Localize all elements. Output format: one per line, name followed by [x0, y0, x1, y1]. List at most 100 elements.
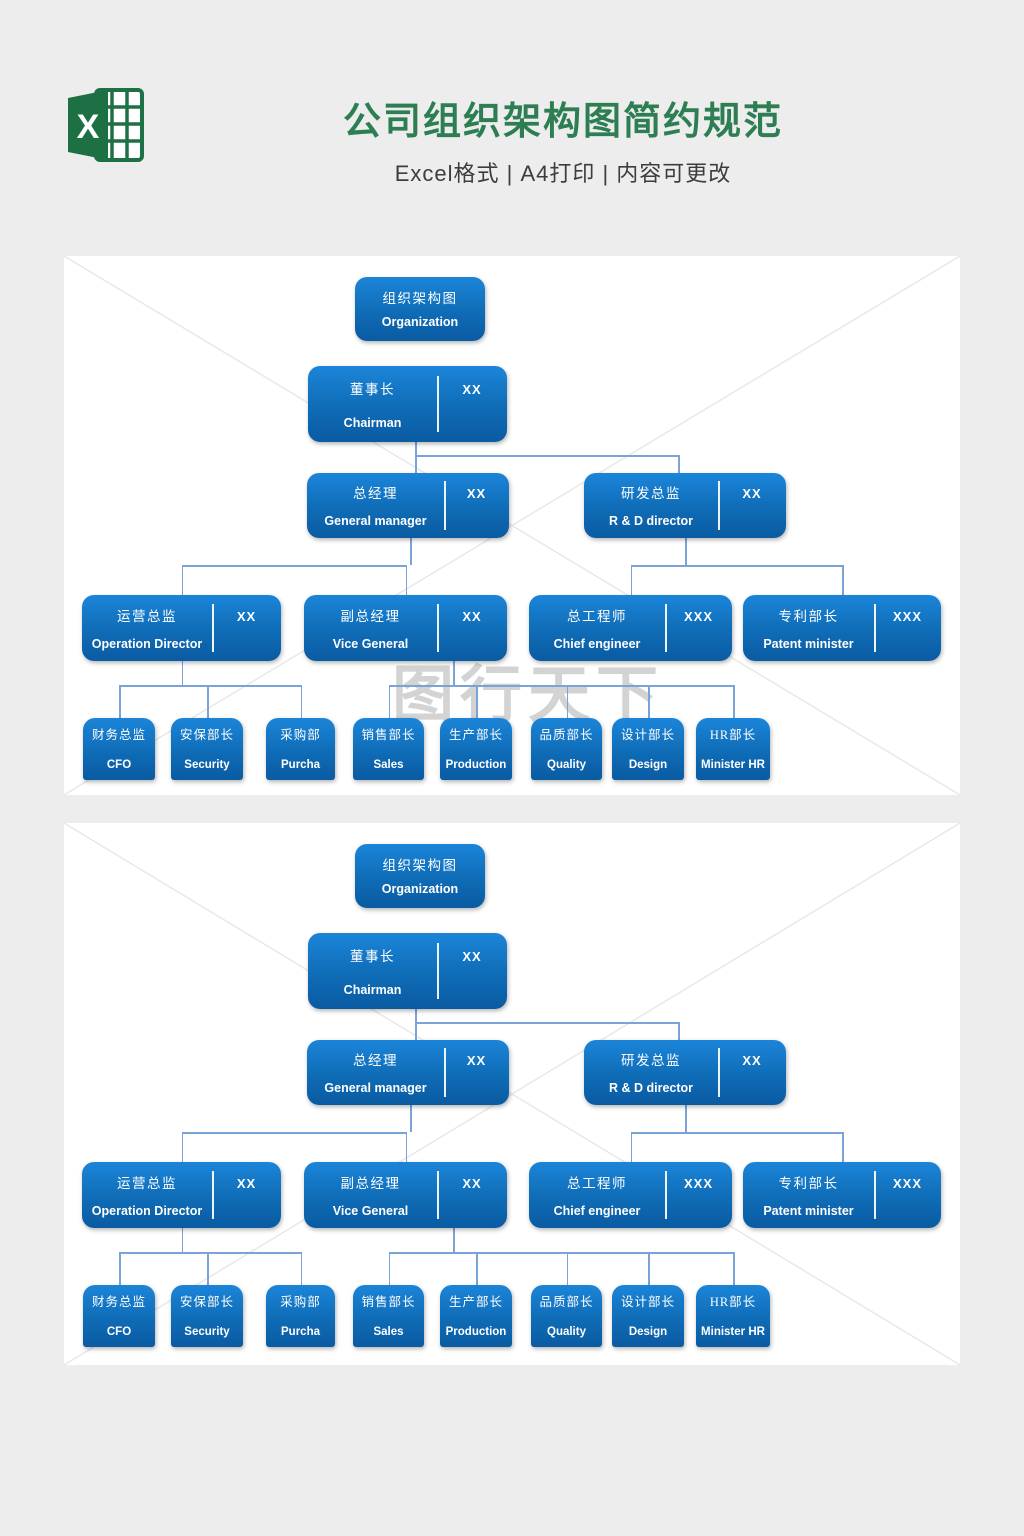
connector-line — [566, 685, 568, 718]
org-node-label-zh: 设计部长 — [620, 728, 675, 743]
org-node-label-zh: 董事长 — [350, 948, 395, 964]
connector-line — [207, 685, 209, 718]
org-node-value: XXX — [683, 1175, 713, 1191]
org-node-label-en: Chief engineer — [553, 1203, 641, 1218]
org-node-label-en: Organization — [381, 314, 459, 329]
org-node-qual: 品质部长 Quality — [531, 718, 602, 780]
org-node-divider — [444, 1048, 446, 1097]
org-node-cfo: 财务总监 CFO — [83, 718, 155, 780]
connector-line — [476, 685, 478, 718]
org-node-label-zh: 采购部 — [280, 728, 321, 743]
connector-line — [119, 1252, 301, 1254]
connector-line — [453, 661, 455, 685]
org-node-label-zh: 安保部长 — [179, 728, 234, 743]
org-node-label-zh: 销售部长 — [361, 728, 416, 743]
connector-line — [410, 1105, 412, 1132]
org-node-root: 组织架构图 Organization — [355, 277, 485, 341]
org-node-qual: 品质部长 Quality — [531, 1285, 602, 1347]
org-node-label-en: CFO — [106, 1325, 132, 1338]
org-node-label-en: Quality — [547, 1325, 586, 1338]
org-node-label-en: CFO — [106, 758, 132, 771]
org-node-divider — [437, 1170, 439, 1220]
connector-line — [119, 685, 301, 687]
connector-line — [410, 538, 412, 565]
org-node-label-zh: 副总经理 — [340, 608, 401, 624]
org-node-label-zh: 安保部长 — [179, 1295, 234, 1310]
org-node-divider — [718, 1048, 720, 1097]
org-node-label-zh: 销售部长 — [361, 1295, 416, 1310]
org-node-ce: XXX 总工程师 Chief engineer — [529, 1162, 732, 1228]
org-node-label-en: Patent minister — [763, 1203, 854, 1218]
org-node-label-zh: 总经理 — [353, 486, 398, 502]
org-node-label-en: Design — [628, 758, 668, 771]
org-node-label-zh: 品质部长 — [539, 1295, 594, 1310]
org-node-value: XX — [466, 486, 487, 502]
org-node-value: XX — [236, 608, 257, 624]
org-node-label-en: Vice General — [332, 636, 409, 651]
org-node-des: 设计部长 Design — [612, 718, 684, 780]
org-node-label-zh: 组织架构图 — [382, 858, 458, 874]
org-node-label-en: Chief engineer — [553, 636, 641, 651]
org-node-label-en: Production — [445, 1325, 507, 1338]
org-node-label-en: General manager — [324, 1081, 427, 1096]
connector-line — [388, 685, 390, 718]
org-node-label-en: Quality — [547, 758, 586, 771]
org-node-label-en: Minister HR — [701, 1325, 765, 1338]
org-node-label-en: Operation Director — [91, 636, 203, 651]
org-node-label-zh: 总工程师 — [567, 608, 627, 624]
org-node-label-zh: 采购部 — [280, 1295, 321, 1310]
connector-line — [476, 1252, 478, 1285]
org-node-label-en: Vice General — [332, 1203, 409, 1218]
org-node-divider — [665, 603, 667, 653]
org-node-label-zh: 财务总监 — [91, 728, 146, 743]
connector-line — [181, 1228, 183, 1252]
org-node-label-zh: 设计部长 — [620, 1295, 675, 1310]
connector-line — [405, 1132, 407, 1162]
connector-line — [415, 1022, 678, 1024]
org-node-label-zh: 品质部长 — [539, 728, 594, 743]
connector-line — [207, 1252, 209, 1285]
org-node-label-zh: 总工程师 — [567, 1175, 627, 1191]
org-node-label-zh: 组织架构图 — [382, 291, 458, 307]
org-node-label-zh: HR部长 — [709, 1295, 757, 1310]
connector-line — [630, 1132, 632, 1162]
connector-line — [630, 565, 632, 595]
org-node-label-en: Chairman — [343, 416, 402, 431]
org-node-label-en: Chairman — [343, 983, 402, 998]
org-node-cfo: 财务总监 CFO — [83, 1285, 155, 1347]
org-node-label-zh: 董事长 — [350, 381, 395, 397]
org-node-label-zh: 研发总监 — [621, 486, 681, 502]
org-node-divider — [437, 942, 439, 1000]
org-node-value: XXX — [892, 1175, 922, 1191]
org-node-divider — [437, 603, 439, 653]
connector-line — [648, 685, 650, 718]
connector-line — [842, 1132, 844, 1162]
org-node-label-zh: 财务总监 — [91, 1295, 146, 1310]
org-node-label-zh: 运营总监 — [117, 1175, 177, 1191]
org-node-label-en: Minister HR — [701, 758, 765, 771]
connector-line — [181, 1132, 406, 1134]
org-node-label-en: Design — [628, 1325, 668, 1338]
org-node-label-en: R & D director — [608, 514, 694, 529]
org-node-label-zh: 生产部长 — [448, 1295, 503, 1310]
connector-line — [733, 1252, 735, 1285]
connector-line — [415, 1009, 417, 1040]
excel-logo-letter: X — [77, 108, 100, 146]
connector-line — [181, 1132, 183, 1162]
connector-line — [181, 565, 406, 567]
